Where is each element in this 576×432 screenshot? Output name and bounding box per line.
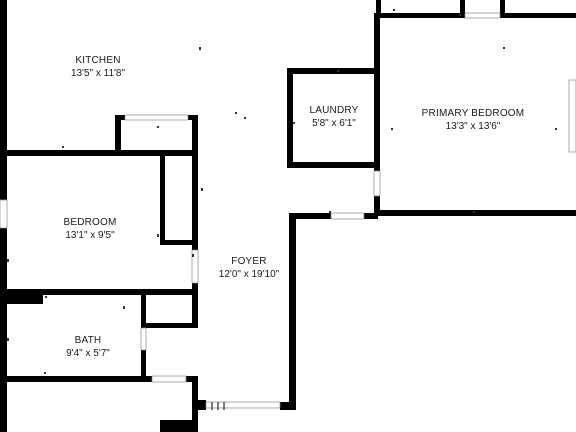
bedroom-window: [0, 199, 8, 229]
kitchen-bump-left: [115, 115, 121, 155]
top-door-opening: [464, 12, 501, 19]
outlet-markers: [7, 9, 557, 374]
bath-name: BATH: [74, 335, 102, 346]
bath-bottom-wall: [7, 376, 152, 382]
bedroom-door-opening: [191, 249, 199, 284]
lower-closet-wall: [160, 420, 198, 432]
laundry-left-wall: [287, 68, 293, 168]
bath-label: BATH 9'4" x 5'7": [50, 334, 126, 360]
bath-bottom-opening: [151, 375, 187, 383]
primary-left-wall: [374, 13, 380, 171]
kitchen-bump-right: [192, 115, 198, 155]
bedroom-name: BEDROOM: [63, 217, 117, 228]
kitchen-name: KITCHEN: [75, 55, 121, 66]
laundry-label: LAUNDRY 5'8" x 6'1": [296, 104, 372, 130]
laundry-top-wall: [287, 68, 380, 74]
bedroom-label: BEDROOM 13'1" x 9'5": [50, 216, 130, 242]
kitchen-dims: 13'5" x 11'8": [70, 68, 126, 79]
entry-door-opening: [205, 401, 281, 409]
entry-bottom-wall: [280, 402, 296, 410]
bedroom-bottom-wall: [7, 289, 198, 295]
foyer-top-right-wall: [289, 213, 331, 219]
top-wall-seg-3: [460, 0, 465, 18]
primary-window-opening: [568, 79, 576, 153]
foyer-top-right-wall-2: [364, 213, 378, 219]
kitchen-bump-top-left: [115, 115, 125, 120]
foyer-right-wall: [289, 213, 296, 410]
closet-bottom-wall: [160, 240, 198, 245]
bedroom-dims: 13'1" x 9'5": [65, 230, 115, 241]
entry-left-wall: [192, 376, 198, 432]
bedroom-top-wall: [7, 150, 198, 156]
bath-wall-block: [7, 292, 43, 304]
primary-left-wall-lower: [374, 196, 380, 216]
kitchen-label: KITCHEN 13'5" x 11'8": [58, 54, 138, 80]
laundry-name: LAUNDRY: [309, 105, 359, 116]
bath-dims: 9'4" x 5'7": [66, 348, 110, 359]
top-wall-seg-2: [376, 13, 462, 18]
foyer-door-opening: [330, 212, 365, 220]
left-outer-wall-lower: [0, 228, 7, 432]
primary-bedroom-name: PRIMARY BEDROOM: [421, 108, 525, 119]
top-wall-seg-5: [505, 13, 576, 18]
openings: [124, 12, 576, 409]
entry-door-detail: [211, 402, 225, 410]
closet-left-wall: [160, 156, 165, 244]
bath-closet-left: [141, 292, 146, 328]
bath-closet-bottom: [146, 323, 198, 328]
entry-wall: [198, 400, 206, 410]
top-wall-seg-1: [376, 0, 381, 18]
primary-bedroom-label: PRIMARY BEDROOM 13'3" x 13'6": [413, 107, 533, 133]
bedroom-right-wall: [192, 150, 198, 250]
top-wall-seg-4: [500, 0, 505, 18]
left-outer-wall: [0, 0, 7, 200]
laundry-door-opening: [373, 170, 381, 197]
primary-bedroom-dims: 13'3" x 13'6": [445, 121, 501, 132]
foyer-dims: 12'0" x 19'10": [218, 269, 280, 280]
foyer-label: FOYER 12'0" x 19'10": [206, 255, 292, 281]
bath-right-wall-lower: [141, 350, 146, 380]
laundry-dims: 5'8" x 6'1": [312, 118, 356, 129]
kitchen-window-opening: [124, 114, 189, 121]
bath-closet-right: [192, 292, 198, 328]
laundry-bottom-wall: [287, 162, 380, 168]
bath-door-opening: [140, 327, 147, 351]
foyer-name: FOYER: [231, 256, 267, 267]
